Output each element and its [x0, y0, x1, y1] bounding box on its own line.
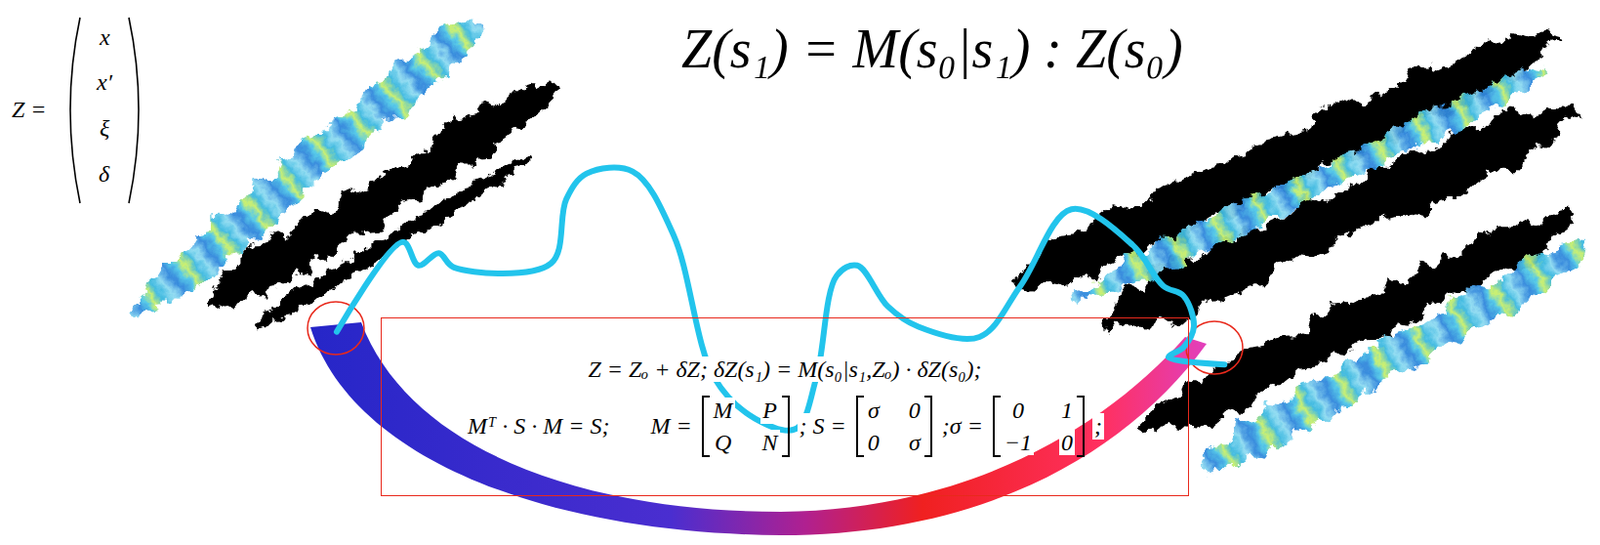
particle-trajectory [336, 167, 1225, 431]
equation-text: 0 [906, 397, 923, 423]
equation-text: Q [712, 429, 734, 455]
black-beam-slice [254, 155, 532, 329]
colour-beam-slice [1070, 65, 1550, 307]
equation-text: P [760, 397, 780, 423]
equation-text: σ [865, 397, 882, 423]
vector-component: x′ [96, 69, 113, 95]
matrix: 0 1 −1 0 [992, 395, 1085, 457]
equation-text: ; [1092, 412, 1105, 439]
equation-text: M = [648, 412, 694, 439]
equation-text: M [711, 397, 736, 423]
vector-component: δ [98, 161, 110, 187]
vector-paren-right [128, 17, 139, 204]
transport-arc [310, 322, 1207, 535]
equation-text: 0 [1010, 397, 1026, 423]
vector-name: Z = [11, 96, 47, 123]
equation-box: Z = Zₒ + δZ; δZ(s₁) = M(s₀|s₁,Zₒ) · δZ(s… [380, 317, 1190, 496]
equation-text: 0 [865, 429, 882, 455]
equation-text: σ [906, 429, 923, 455]
equation-text: −1 [1002, 429, 1034, 455]
matrix: MPQN [701, 395, 790, 457]
equation-text: Z = Zₒ + δZ; δZ(s₁) = M(s₀|s₁,Zₒ) · δZ(s… [585, 356, 984, 382]
equation-text: Mᵀ · S · M = S; [465, 412, 612, 439]
vector-component: x [99, 24, 111, 50]
colour-beam-slice [1198, 239, 1587, 476]
vector-component: ξ [99, 115, 110, 141]
equation-text: 0 [1059, 429, 1075, 455]
equation-text: N [760, 429, 780, 455]
equation-text: ;σ = [940, 412, 985, 439]
equation-text: ; S = [797, 412, 849, 439]
vector-paren-left [70, 17, 81, 204]
equation-text: 1 [1059, 397, 1075, 423]
map-equation: Z(s₁) = M(s₀|s₁) : Z(s₀) [681, 19, 1184, 81]
matrix: σ00σ [856, 395, 933, 457]
